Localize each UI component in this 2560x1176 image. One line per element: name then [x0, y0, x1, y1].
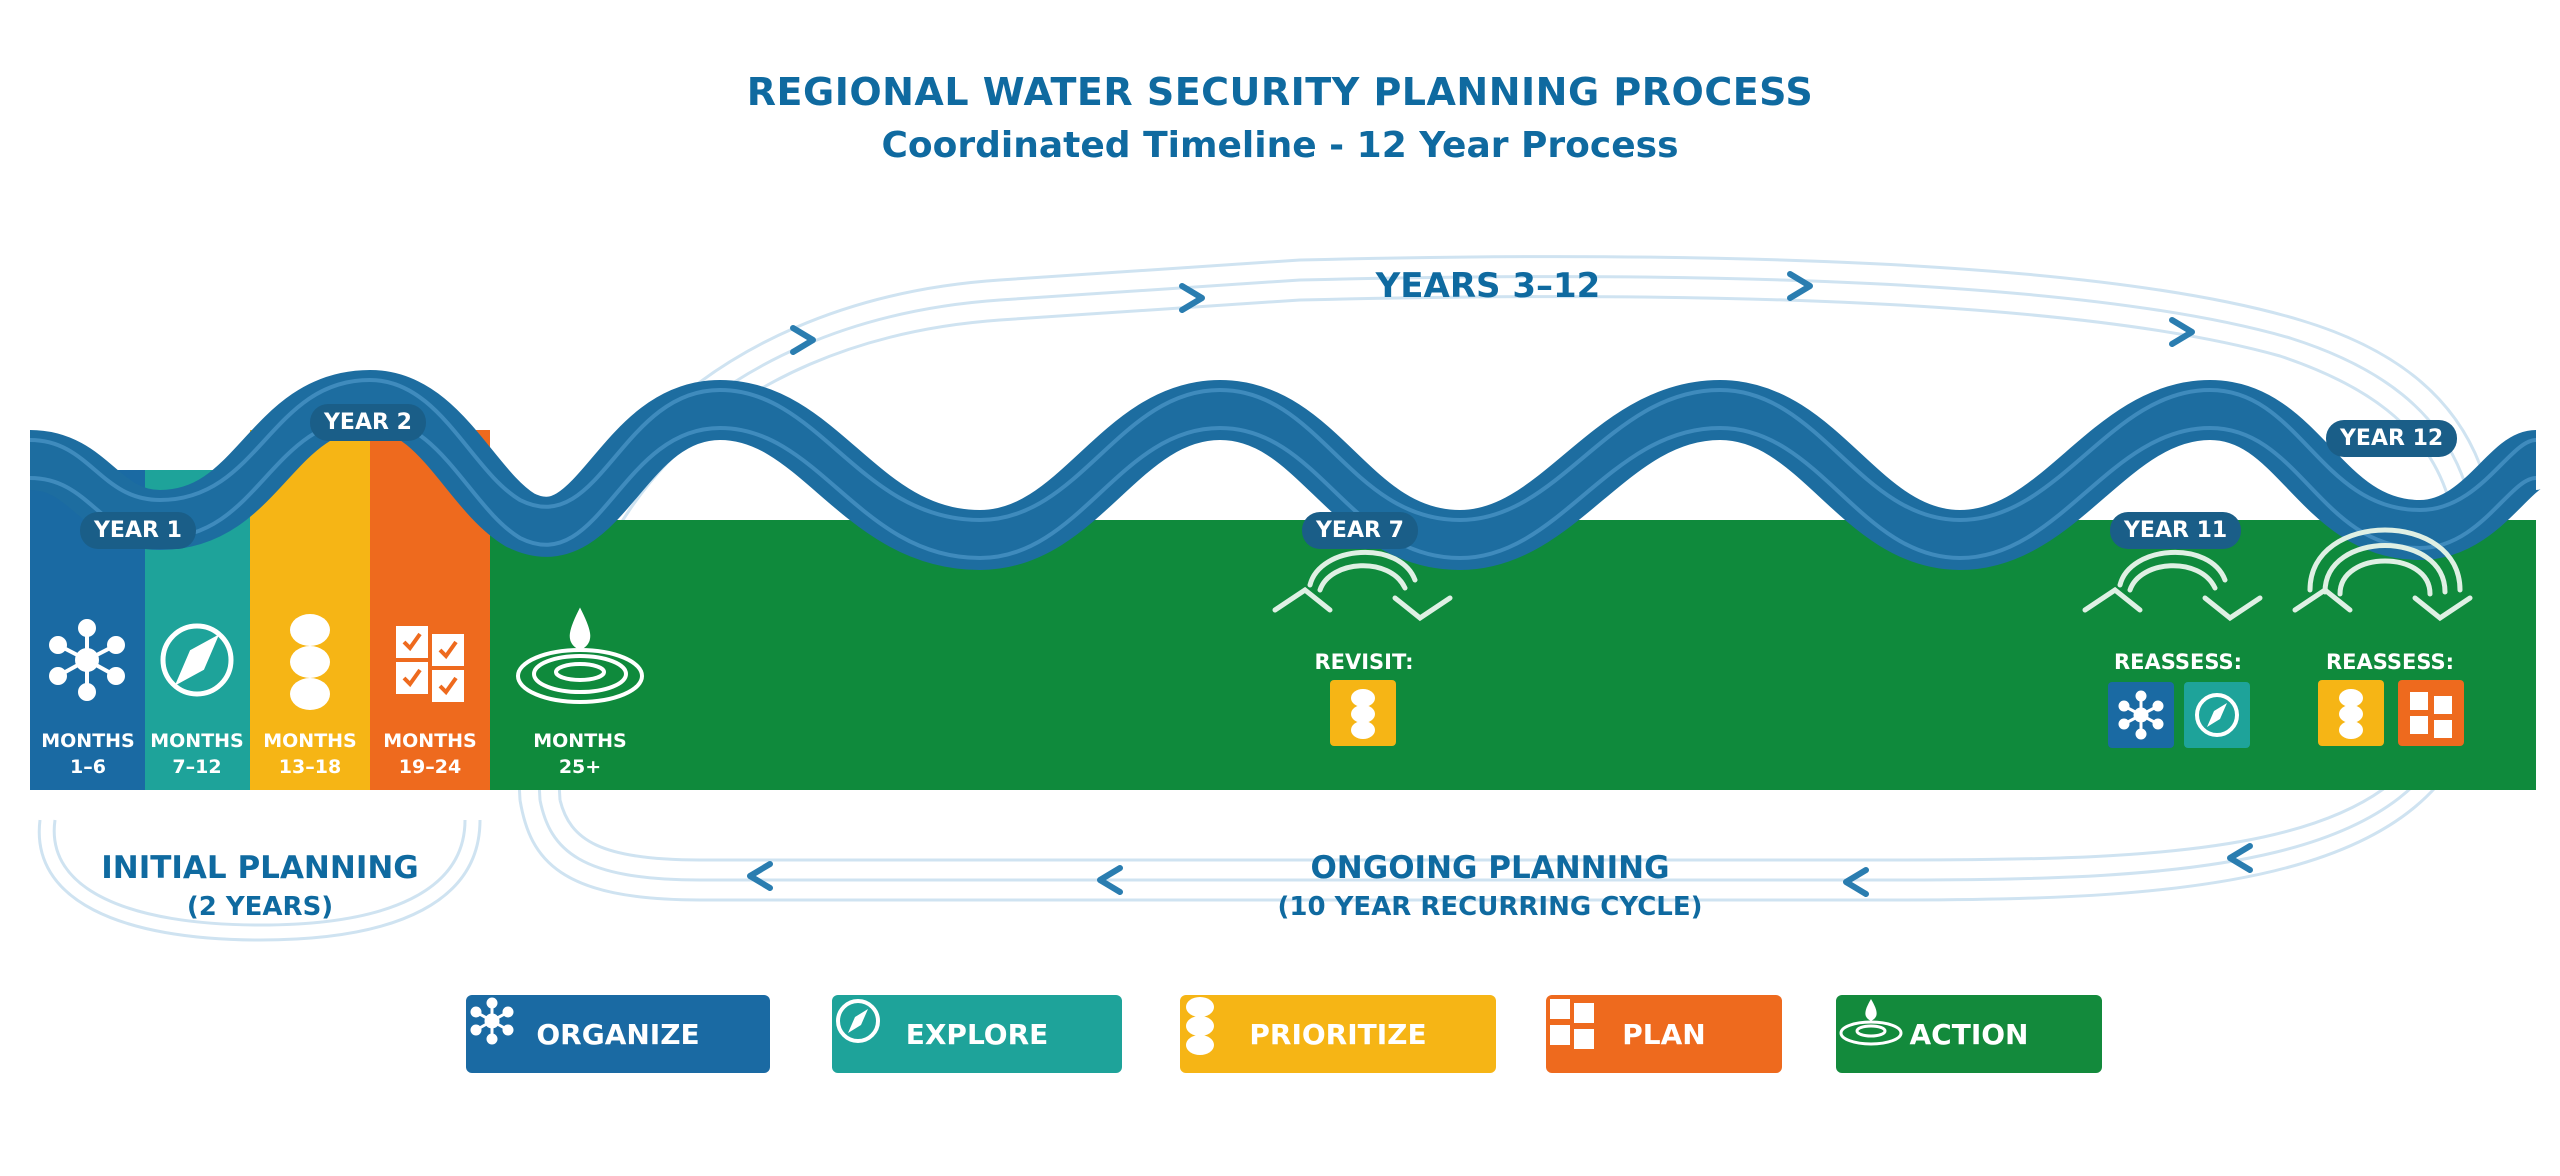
initial-planning-label: INITIAL PLANNING (2 YEARS) [101, 850, 419, 922]
arrow-left-icon [1843, 867, 1869, 897]
action-band [30, 520, 2536, 790]
compass-icon [836, 999, 880, 1043]
stacked-coins-icon [1351, 689, 1375, 739]
legend-explore-label: EXPLORE [905, 1017, 1049, 1051]
legend-action: ACTION [1836, 995, 2102, 1073]
checklist-icon [2410, 692, 2452, 738]
ongoing-planning-label: ONGOING PLANNING (10 YEAR RECURRING CYCL… [1277, 850, 1703, 922]
water-drop-icon [1839, 999, 1903, 1046]
arrow-left-icon [1097, 865, 1123, 895]
legend-prioritize-label: PRIORITIZE [1249, 1017, 1427, 1051]
legend-organize-label: ORGANIZE [536, 1017, 700, 1051]
flow-arrows [747, 271, 2253, 897]
year2-pill: YEAR 2 [310, 404, 426, 441]
arrow-left-icon [2227, 843, 2253, 873]
network-icon [470, 997, 514, 1045]
reassess-organize-box [2108, 682, 2174, 748]
checklist-icon [396, 626, 464, 702]
year11-pill: YEAR 11 [2110, 512, 2242, 549]
reassess-prioritize-box [2318, 680, 2384, 746]
year7-pill: YEAR 7 [1302, 512, 1418, 549]
year12-cycle-icon [2292, 527, 2473, 622]
compass-icon [160, 623, 234, 697]
stacked-coins-icon [290, 614, 330, 710]
arrow-left-icon [747, 861, 773, 891]
network-icon [2118, 690, 2164, 740]
reassess-plan-box [2398, 680, 2464, 746]
stacked-coins-icon [1186, 997, 1214, 1055]
network-icon [49, 619, 125, 701]
legend-plan-label: PLAN [1622, 1017, 1706, 1051]
checklist-icon [1550, 999, 1594, 1049]
year12-pill: YEAR 12 [2326, 420, 2458, 457]
legend-plan: PLAN [1546, 995, 1782, 1073]
arrow-right-icon [1787, 271, 1813, 301]
year11-cycle-icon [2082, 549, 2263, 622]
diagram-title: REGIONAL WATER SECURITY PLANNING PROCESS [746, 70, 1814, 114]
year1-pill: YEAR 1 [80, 512, 196, 549]
column-icons [49, 607, 644, 710]
cycle-swirls [1272, 527, 2473, 622]
reassess-label-year12: REASSESS: [2325, 650, 2455, 674]
water-drop-icon [516, 607, 644, 704]
reassess-label-year11: REASSESS: [2113, 650, 2243, 674]
arrow-right-icon [790, 325, 816, 355]
revisit-label: REVISIT: [1314, 650, 1414, 674]
arrow-right-icon [2169, 317, 2195, 347]
legend-prioritize: PRIORITIZE [1180, 995, 1496, 1073]
reassess-explore-box [2184, 682, 2250, 748]
arrow-right-icon [1179, 283, 1205, 313]
diagram-subtitle: Coordinated Timeline - 12 Year Process [881, 125, 1679, 166]
years-3-12-label: YEARS 3–12 [1375, 266, 1601, 306]
revisit-prioritize-box [1330, 680, 1396, 746]
compass-icon [2195, 693, 2239, 737]
year7-cycle-icon [1272, 549, 1453, 622]
legend-organize: ORGANIZE [466, 995, 770, 1073]
stacked-coins-icon [2339, 689, 2363, 739]
legend-explore: EXPLORE [832, 995, 1122, 1073]
legend-action-label: ACTION [1909, 1017, 2029, 1051]
